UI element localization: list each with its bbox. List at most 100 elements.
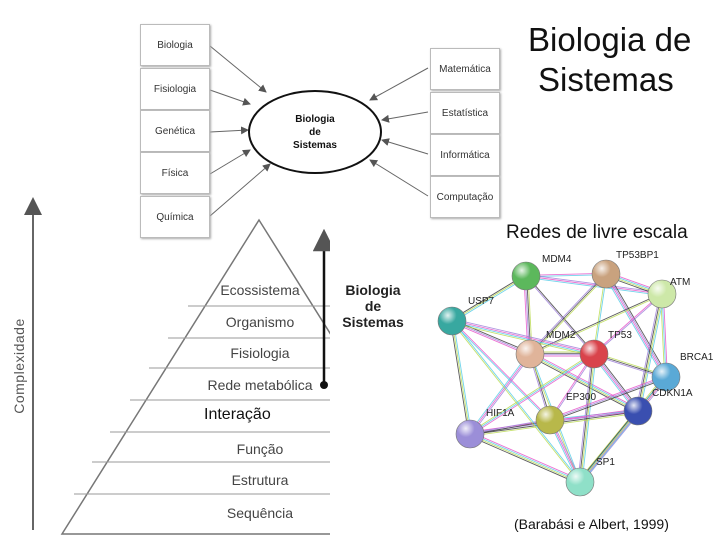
network-node-usp7 [437,306,467,336]
network-node-hif1a [455,419,485,449]
level-sequencia: Sequência [226,505,294,521]
network-node-label-brca1: BRCA1 [680,352,714,363]
network-node-mdm2 [515,339,545,369]
network-edge [578,375,665,481]
arrow-label-line3: Sistemas [342,314,404,330]
network-edge [636,293,662,411]
network-edge [468,352,530,434]
network-edge [605,274,666,378]
network-edge [603,274,665,379]
slide-title-line1: Biologia de [528,21,692,58]
network-edge [549,376,667,421]
network-edge [452,320,551,420]
arrow-fisica [209,149,251,175]
network-edge [526,274,663,294]
discipline-matematica: Matemática [430,48,500,90]
center-line1: Biologia [295,113,335,125]
network-edge [549,375,666,420]
network-edge [468,352,594,434]
discipline-computacao: Computação [430,176,500,218]
network-node-atm [647,279,677,309]
network-edge [530,351,640,410]
network-edge [530,352,639,411]
network-node-label-hif1a: HIF1A [486,408,515,419]
network-edge [580,411,640,484]
arrow-fisiologia [209,89,251,106]
network-node-label-sp1: SP1 [596,457,615,468]
network-edge [635,293,661,411]
discipline-genetica: Genética [140,110,210,152]
network-edge [470,354,532,436]
network-edge [593,293,662,354]
network-node-label-cdkn1a: CDKN1A [652,388,693,399]
level-funcao: Função [236,441,284,457]
pyramid-outline [60,218,330,535]
network-node-label-atm: ATM [670,277,691,288]
network-edge [451,321,594,356]
arrow-matematica [369,67,429,101]
network-edge [579,376,666,482]
slide-title-line2: Sistemas [538,61,674,98]
network-edge [452,276,527,323]
level-rede-metabolica: Rede metabólica [207,377,313,393]
discipline-estatistica: Estatística [430,92,500,134]
network-edge [594,294,663,355]
network-edge [452,319,595,354]
network-edge [469,353,595,435]
level-estrutura: Estrutura [231,472,289,488]
discipline-fisiologia: Fisiologia [140,68,210,110]
arrow-estatistica [381,111,429,123]
network-edge [451,322,594,357]
arrow-genetica [209,126,249,135]
network-edge [469,353,531,435]
center-line3: Sistemas [293,139,337,151]
network-edge [528,355,638,414]
network-edge [581,378,668,484]
level-ecossistema: Ecossistema [220,282,300,298]
network-node-label-usp7: USP7 [468,296,495,307]
network-node-label-mdm2: MDM2 [546,330,576,341]
network-edge [470,431,582,481]
network-node-mdm4 [511,261,541,291]
network-node-label-tp53: TP53 [608,330,632,341]
network-node-label-ep300: EP300 [566,392,597,403]
network-edge [468,435,580,485]
arrow-computacao [369,159,429,197]
level-fisiologia: Fisiologia [230,345,290,361]
network-edge [578,353,594,482]
network-edge [452,320,581,482]
network-edge [580,377,667,483]
network-citation: (Barabási e Albert, 1999) [514,516,669,532]
network-edge [606,273,667,377]
network-node-brca1 [651,362,681,392]
slide-title: Biologia de Sistemas [528,20,718,100]
disciplines-arrows [209,45,429,217]
network-node-ep300 [535,405,565,435]
network-node-sp1 [565,467,595,497]
arrow-label-line1: Biologia [345,282,401,298]
network-edge [579,410,639,483]
discipline-quimica: Química [140,196,210,238]
network-edge [580,354,596,483]
arrow-label-line2: de [364,298,382,314]
network-edge [578,409,638,482]
network-edge [451,274,526,321]
network-node-tp53 [579,339,609,369]
network-edge [469,434,580,484]
level-organismo: Organismo [225,314,295,330]
network-node-cdkn1a [623,396,653,426]
network-edge [470,354,596,436]
level-interacao: Interação [202,406,273,424]
network-edge [451,321,550,421]
network-edge [607,272,669,377]
discipline-fisica: Física [140,152,210,194]
systems-biology-arrow-dot [320,381,328,389]
axis-label-complexidade: Complexidade [11,318,27,414]
discipline-informatica: Informática [430,134,500,176]
network-node-label-mdm4: MDM4 [542,254,572,265]
center-line2: de [309,126,321,138]
arrow-informatica [381,138,429,155]
network-edge [452,320,472,434]
network-edge [550,377,667,422]
network-edge [450,321,470,435]
